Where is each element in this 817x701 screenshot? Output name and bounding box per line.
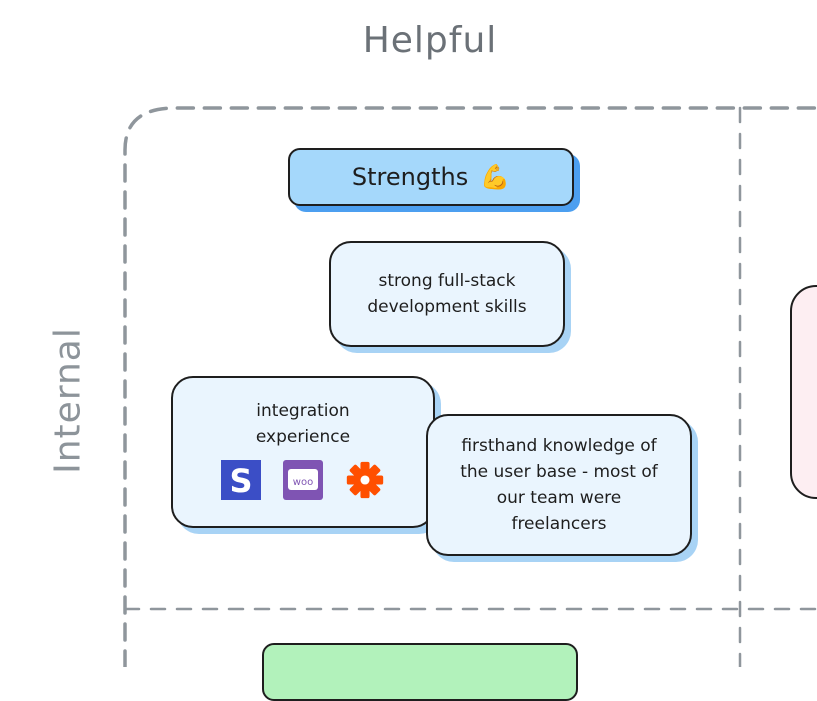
flexed-bicep-icon: 💪 — [480, 163, 511, 191]
internal-axis-label: Internal — [47, 327, 89, 474]
strength-card-integration-text: integration experience — [255, 401, 351, 447]
strength-card-skills: strong full-stack development skills — [329, 241, 565, 347]
strengths-title: Strengths — [351, 163, 469, 191]
stripe-s-icon: S — [221, 460, 261, 500]
helpful-axis-label: Helpful — [362, 20, 498, 61]
integration-icons: S woo — [173, 460, 433, 500]
svg-text:S: S — [229, 462, 252, 500]
opportunities-header-partial — [262, 643, 578, 701]
strength-card-skills-text: strong full-stack development skills — [367, 271, 527, 317]
strength-card-knowledge: firsthand knowledge of the user base - m… — [426, 414, 692, 556]
zapier-asterisk-icon — [345, 460, 385, 500]
weaknesses-card-partial — [790, 285, 817, 499]
strength-card-integration: integration experience S woo — [171, 376, 435, 528]
quadrant-frame — [123, 106, 817, 667]
outer-dashed-border — [123, 106, 817, 667]
woocommerce-icon: woo — [283, 460, 323, 500]
strength-card-knowledge-text: firsthand knowledge of the user base - m… — [460, 436, 658, 534]
svg-text:woo: woo — [293, 477, 313, 488]
strengths-header: Strengths 💪 — [288, 148, 574, 206]
